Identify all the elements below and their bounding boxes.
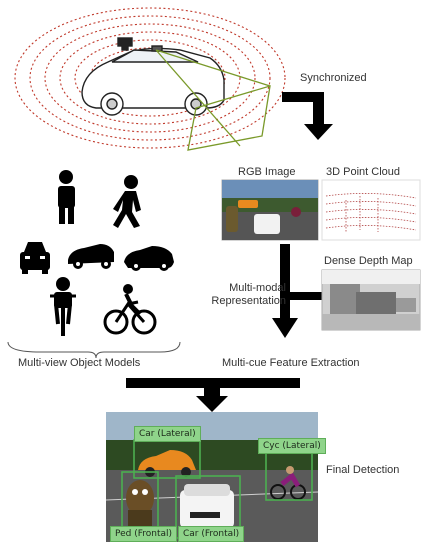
ped-frontal-tag: Ped (Frontal) <box>110 526 178 542</box>
dense-depth-label: Dense Depth Map <box>324 255 413 267</box>
multiview-label: Multi-view Object Models <box>18 357 141 369</box>
point-cloud-label: 3D Point Cloud <box>326 166 400 178</box>
camera-fov-lines <box>155 49 271 151</box>
synchronized-arrow <box>282 92 333 140</box>
dense-depth-panel <box>321 269 421 331</box>
car-side-icon <box>124 246 174 271</box>
rgb-image-panel <box>221 179 319 241</box>
pedestrian-walking-icon <box>113 175 141 228</box>
synchronized-label: Synchronized <box>300 72 367 84</box>
merge-arrow <box>126 378 300 412</box>
car-front-icon <box>20 242 50 274</box>
final-detection-label: Final Detection <box>326 464 400 476</box>
merge-bracket <box>7 341 181 359</box>
car-angled-icon <box>68 244 114 269</box>
car-lateral-tag: Car (Lateral) <box>134 426 201 442</box>
sensor-car-icon <box>81 37 225 116</box>
car-frontal-tag: Car (Frontal) <box>178 526 245 542</box>
cyclist-front-icon <box>50 277 76 336</box>
rgb-image-label: RGB Image <box>238 166 296 178</box>
cyclist-side-icon <box>103 284 157 335</box>
pedestrian-front-icon <box>58 170 75 224</box>
multimodal-arrow <box>272 244 322 338</box>
multicue-label: Multi-cue Feature Extraction <box>222 357 360 369</box>
cyc-lateral-tag: Cyc (Lateral) <box>258 438 326 454</box>
point-cloud-panel <box>321 179 421 241</box>
multimodal-label: Multi-modal Representation <box>211 282 286 307</box>
